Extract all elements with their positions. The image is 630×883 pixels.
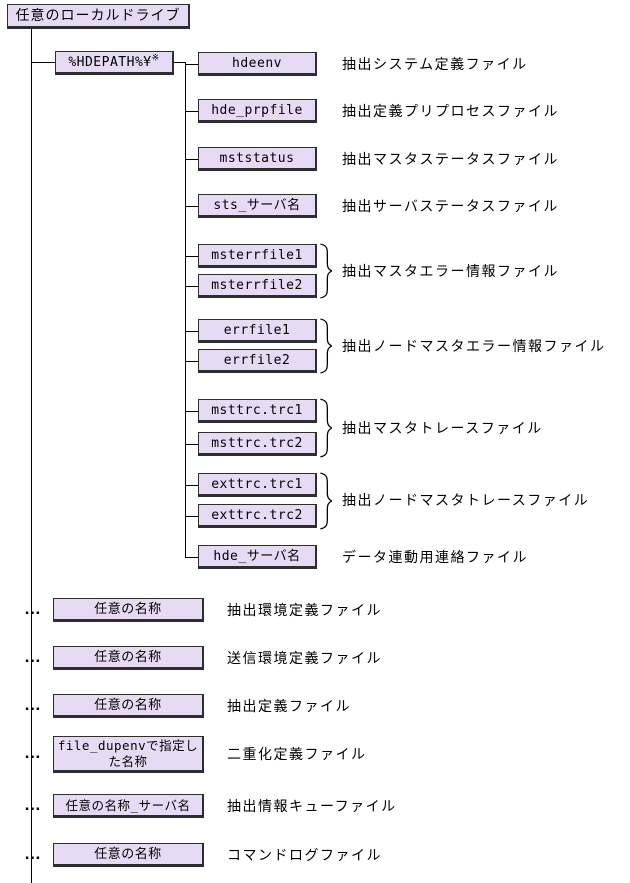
ellipsis-prefix: … [24, 742, 42, 762]
ellipsis-prefix: … [24, 598, 42, 618]
brace-icon [318, 318, 332, 374]
connector-line [185, 206, 198, 207]
hdepath-label: %HDEPATH%¥※ [68, 53, 160, 70]
file-box-dupenv-name: file_dupenvで指定した名称 [53, 736, 204, 773]
connector-line [185, 411, 198, 412]
file-box-errfile2: errfile2 [198, 349, 317, 373]
file-box-label: exttrc.trc1 [211, 476, 303, 492]
file-box-label: msttrc.trc2 [211, 435, 303, 451]
file-box-msttrc1: msttrc.trc1 [198, 399, 317, 423]
file-desc: 抽出定義プリプロセスファイル [342, 103, 559, 119]
connector-line [185, 331, 198, 332]
file-box-hde-prpfile: hde_prpfile [198, 99, 317, 123]
connector-line [185, 64, 198, 65]
file-box-anyname-1: 任意の名称 [53, 598, 204, 622]
connector-line [185, 485, 198, 486]
file-desc: 抽出サーバステータスファイル [342, 198, 559, 214]
file-desc: 抽出情報キューファイル [227, 798, 397, 814]
child-branch-line [185, 62, 186, 558]
ellipsis-prefix: … [24, 794, 42, 814]
file-desc: 二重化定義ファイル [227, 746, 367, 762]
local-drive-box: 任意のローカルドライブ [7, 4, 190, 29]
file-desc: 抽出定義ファイル [227, 698, 351, 714]
file-box-label: file_dupenvで指定した名称 [57, 737, 199, 769]
file-box-label: sts_サーバ名 [213, 197, 301, 213]
file-box-anyname-4: 任意の名称 [53, 843, 204, 867]
note-marker: ※ [151, 53, 160, 64]
file-desc: 抽出ノードマスタトレースファイル [342, 492, 590, 508]
file-box-msterrfile2: msterrfile2 [198, 274, 317, 298]
local-drive-label: 任意のローカルドライブ [15, 7, 181, 23]
file-desc: 抽出マスタステータスファイル [342, 151, 559, 167]
connector-line [31, 62, 55, 63]
file-box-label: errfile2 [223, 352, 291, 368]
connector-line [185, 516, 198, 517]
file-desc: 抽出環境定義ファイル [227, 602, 382, 618]
file-box-label: 任意の名称_サーバ名 [65, 797, 191, 813]
ellipsis-prefix: … [24, 843, 42, 863]
file-box-label: hdeenv [232, 55, 282, 71]
file-desc: データ連動用連絡ファイル [342, 549, 528, 565]
file-box-label: 任意の名称 [94, 697, 162, 713]
file-box-anyname-server: 任意の名称_サーバ名 [53, 794, 204, 818]
ellipsis-prefix: … [24, 694, 42, 714]
connector-line [185, 256, 198, 257]
connector-line [174, 62, 185, 63]
file-box-msttrc2: msttrc.trc2 [198, 432, 317, 456]
file-box-exttrc1: exttrc.trc1 [198, 473, 317, 497]
brace-icon [318, 398, 332, 458]
file-box-label: 任意の名称 [94, 601, 162, 617]
file-box-label: 任意の名称 [94, 846, 162, 862]
hdepath-box: %HDEPATH%¥※ [55, 51, 174, 75]
connector-line [185, 286, 198, 287]
file-desc: 抽出システム定義ファイル [342, 56, 528, 72]
file-box-label: exttrc.trc2 [211, 507, 303, 523]
file-box-label: 任意の名称 [94, 649, 162, 665]
connector-line [185, 159, 198, 160]
file-box-label: msttrc.trc1 [211, 402, 303, 418]
connector-line [185, 557, 198, 558]
file-desc: 抽出マスタトレースファイル [342, 420, 543, 436]
file-box-hde-server: hde_サーバ名 [198, 545, 317, 569]
file-box-anyname-2: 任意の名称 [53, 646, 204, 670]
file-box-label: msterrfile2 [211, 277, 303, 293]
file-desc: 送信環境定義ファイル [227, 650, 382, 666]
connector-line [185, 361, 198, 362]
file-box-exttrc2: exttrc.trc2 [198, 504, 317, 528]
file-box-label: mststatus [219, 150, 295, 166]
file-box-label: errfile1 [223, 322, 291, 338]
file-desc: 抽出ノードマスタエラー情報ファイル [342, 338, 606, 354]
file-box-errfile1: errfile1 [198, 319, 317, 343]
file-desc: 抽出マスタエラー情報ファイル [342, 263, 559, 279]
file-box-msterrfile1: msterrfile1 [198, 244, 317, 268]
file-box-label: hde_prpfile [211, 102, 303, 118]
file-box-label: msterrfile1 [211, 247, 303, 263]
file-desc: コマンドログファイル [227, 847, 382, 863]
file-box-hdeenv: hdeenv [198, 52, 317, 76]
trunk-line [31, 29, 32, 883]
brace-icon [318, 243, 332, 299]
file-box-label: hde_サーバ名 [213, 548, 301, 564]
connector-line [185, 444, 198, 445]
connector-line [185, 111, 198, 112]
file-box-sts-server: sts_サーバ名 [198, 194, 317, 218]
file-box-anyname-3: 任意の名称 [53, 694, 204, 718]
brace-icon [318, 472, 332, 530]
file-box-mststatus: mststatus [198, 147, 317, 171]
ellipsis-prefix: … [24, 646, 42, 666]
